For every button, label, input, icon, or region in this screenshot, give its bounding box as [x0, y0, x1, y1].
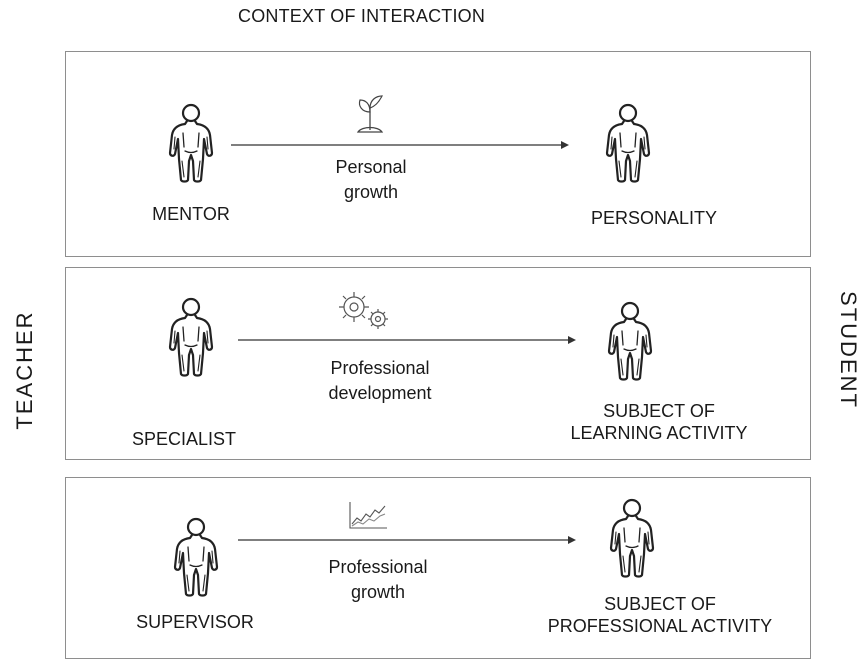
interaction-panel-mentor [65, 51, 811, 257]
student-person-icon [602, 300, 658, 382]
growth-chart-icon [347, 500, 389, 532]
student-person-icon [604, 497, 660, 579]
left-role-label: SPECIALIST [131, 429, 237, 449]
sprout-icon [352, 94, 388, 136]
left-role-label: SUPERVISOR [136, 612, 254, 632]
teacher-label: TEACHER [12, 310, 37, 430]
right-role-label: PERSONALITY [590, 208, 718, 228]
student-person-icon [600, 103, 656, 183]
left-role-label: MENTOR [152, 204, 230, 224]
student-label: STUDENT [836, 291, 861, 409]
interaction-panel-supervisor [65, 477, 811, 659]
interaction-arrow [238, 535, 578, 545]
supervisor-person-icon [168, 516, 224, 598]
context-title: CONTEXT OF INTERACTION [238, 6, 486, 26]
interaction-arrow [238, 335, 578, 345]
gears-icon [334, 288, 396, 332]
interaction-arrow [231, 140, 571, 150]
mentor-person-icon [163, 103, 219, 183]
specialist-person-icon [163, 296, 219, 378]
